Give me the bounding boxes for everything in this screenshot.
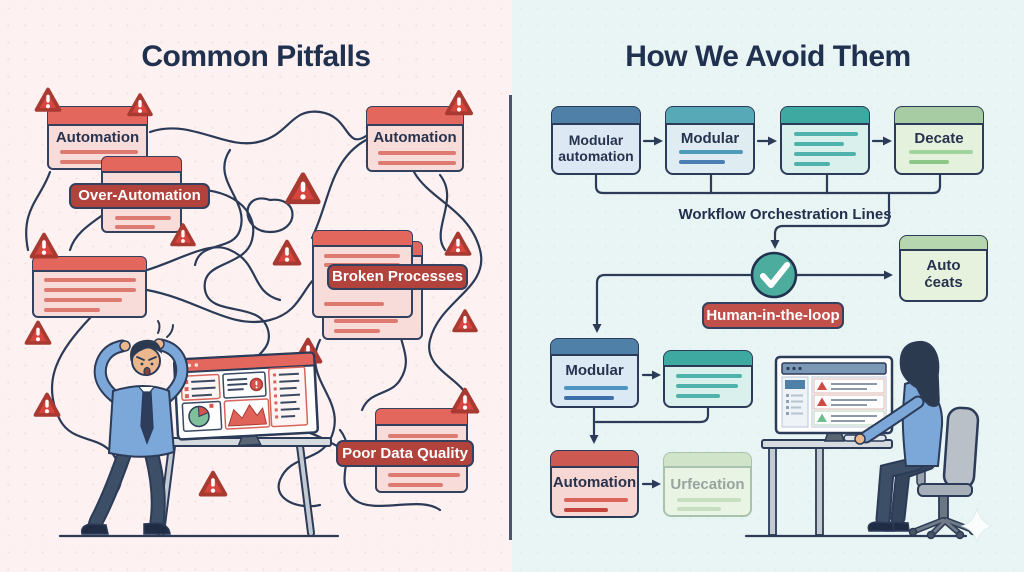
text-line <box>564 386 628 390</box>
text-line <box>677 507 721 511</box>
right-panel-title: How We Avoid Them <box>625 40 911 73</box>
text-line <box>909 150 973 154</box>
box-label: Automation <box>552 474 637 491</box>
text-line <box>794 142 844 146</box>
box-label: Modular automation <box>558 132 634 165</box>
text-line <box>564 498 628 502</box>
text-line <box>60 160 138 164</box>
text-line <box>44 278 136 282</box>
box-label: Automation <box>373 129 457 146</box>
text-line <box>794 152 856 156</box>
text-line <box>115 216 171 220</box>
text-line <box>388 473 460 477</box>
orchestration-label: Workflow Orchestration Lines <box>678 206 892 223</box>
box-header <box>33 257 146 272</box>
text-line <box>334 329 380 333</box>
flow-box-modular-2: Modular <box>665 106 755 175</box>
flow-box-modular-bottom: Modular <box>550 338 639 408</box>
text-line <box>564 508 608 512</box>
box-label: Automation <box>55 129 140 146</box>
text-line <box>909 160 949 164</box>
box-header <box>781 107 869 125</box>
box-header <box>551 339 638 356</box>
panel-divider <box>509 95 512 540</box>
box-header <box>102 157 181 173</box>
human-in-the-loop-pill: Human-in-the-loop <box>702 302 844 329</box>
box-header <box>900 236 987 251</box>
box-label: Urfecation <box>670 476 745 493</box>
text-line <box>334 319 398 323</box>
box-header <box>664 351 752 367</box>
text-line <box>44 308 100 312</box>
text-line <box>794 162 830 166</box>
poor-data-quality-pill: Poor Data Quality <box>336 440 474 467</box>
text-line <box>324 254 400 258</box>
box-label: Modular <box>680 130 740 147</box>
box-header <box>48 107 147 126</box>
text-line <box>676 394 720 398</box>
flow-box-auto: Auto ćeats <box>899 235 988 302</box>
box-header <box>552 107 640 125</box>
text-line <box>324 302 384 306</box>
box-label: Decate <box>914 130 964 147</box>
broken-processes-pill: Broken Processes <box>327 264 468 290</box>
flow-box-verification-faded: Urfecation <box>663 452 752 517</box>
text-line <box>44 288 136 292</box>
text-line <box>388 434 458 438</box>
flow-box-teal-unlabeled <box>780 106 870 175</box>
text-line <box>676 384 738 388</box>
text-line <box>677 498 741 502</box>
text-line <box>44 298 122 302</box>
box-label: Modular <box>565 362 624 379</box>
left-panel-title: Common Pitfalls <box>141 40 371 73</box>
box-header <box>664 453 751 468</box>
pitfall-box-automation-right: Automation <box>366 106 464 172</box>
text-line <box>679 160 725 164</box>
pitfall-box-left-center <box>32 256 147 318</box>
flow-box-teal-bottom <box>663 350 753 408</box>
box-header <box>313 231 412 247</box>
box-header <box>376 409 467 426</box>
flow-box-decate: Decate <box>894 106 984 175</box>
text-line <box>564 396 614 400</box>
text-line <box>115 225 155 229</box>
flow-box-automation-bottom: Automation <box>550 450 639 518</box>
box-header <box>666 107 754 125</box>
text-line <box>388 483 443 487</box>
text-line <box>794 132 858 136</box>
flow-box-modular-automation: Modular automation <box>551 106 641 175</box>
text-line <box>676 374 742 378</box>
text-line <box>679 150 743 154</box>
over-automation-pill: Over-Automation <box>69 183 210 209</box>
box-label: Auto ćeats <box>924 257 963 292</box>
text-line <box>60 150 138 154</box>
box-header <box>367 107 463 126</box>
box-header <box>895 107 983 125</box>
box-header <box>551 451 638 468</box>
text-line <box>378 151 456 155</box>
text-line <box>378 161 456 165</box>
